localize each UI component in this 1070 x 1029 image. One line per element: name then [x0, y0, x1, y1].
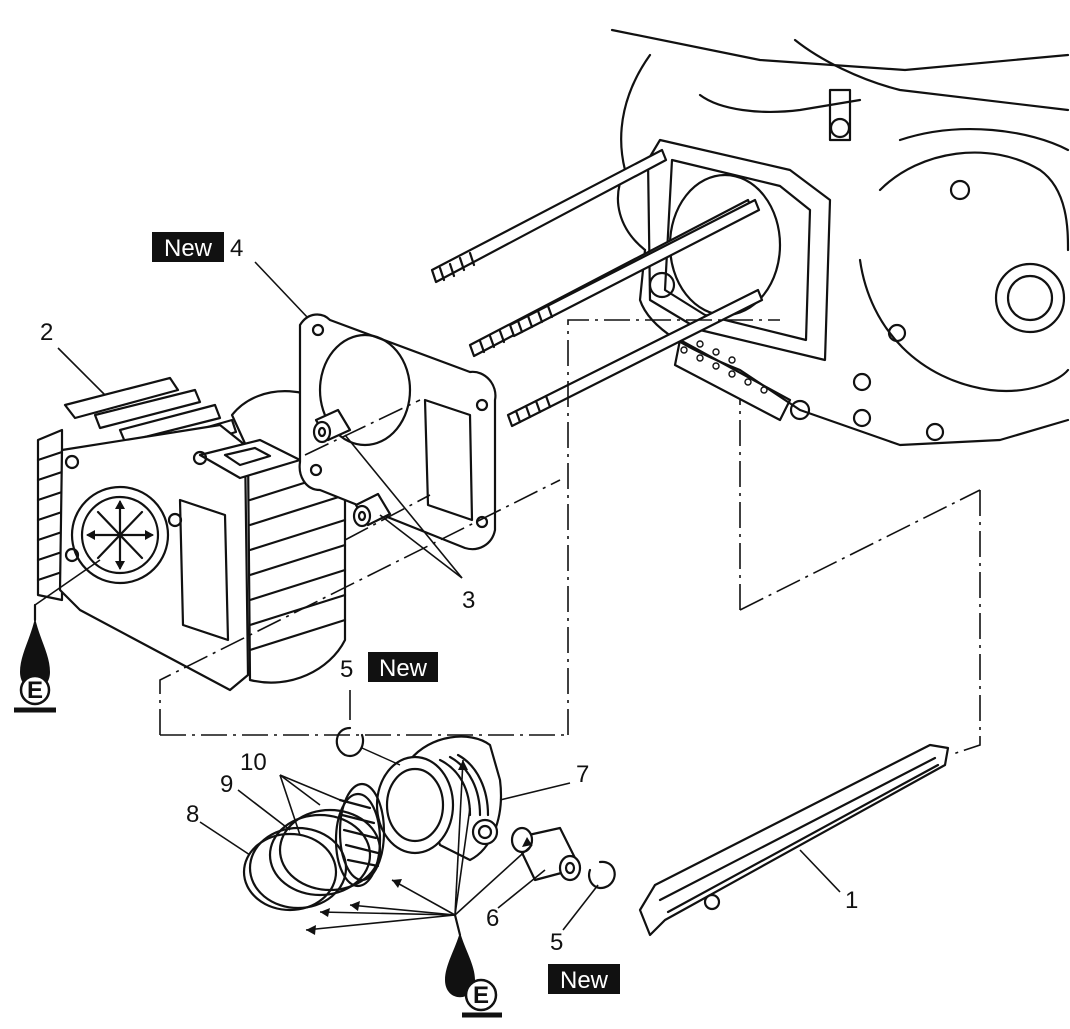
- oil-symbol-letter-bottom: E: [473, 982, 489, 1009]
- part-number-6: 6: [486, 905, 499, 932]
- engine-crankcase: [610, 28, 1070, 447]
- oil-symbol-letter-left: E: [27, 677, 43, 704]
- part-number-7: 7: [576, 761, 589, 788]
- alignment-centerlines: [159, 319, 981, 756]
- svg-text:New: New: [560, 967, 609, 994]
- leader-lines: [34, 261, 841, 931]
- piston-rings: [242, 782, 386, 912]
- piston: [375, 735, 503, 862]
- piston-pin-clip-bottom: [587, 860, 616, 889]
- new-badge-gasket: New: [152, 232, 224, 262]
- cylinder-gasket: [298, 313, 497, 551]
- oil-can-icon: E: [445, 913, 502, 1018]
- part-number-10: 10: [240, 749, 267, 776]
- stud-bolts: [430, 148, 764, 428]
- piston-pin: [510, 826, 582, 882]
- oil-can-icon: E: [14, 603, 56, 713]
- oil-application-arrows: [305, 759, 533, 935]
- part-number-5-top: 5: [340, 656, 353, 683]
- part-number-3: 3: [462, 587, 475, 614]
- new-badge-clip-bottom: New: [548, 964, 620, 994]
- part-number-5-bottom: 5: [550, 929, 563, 956]
- part-number-2: 2: [40, 319, 53, 346]
- part-number-4: 4: [230, 235, 243, 262]
- svg-text:New: New: [379, 655, 428, 682]
- svg-text:New: New: [164, 235, 213, 262]
- new-badge-clip-top: New: [368, 652, 438, 682]
- part-number-8: 8: [186, 801, 199, 828]
- part-number-9: 9: [220, 771, 233, 798]
- dowel-pins: [312, 408, 392, 528]
- cam-chain-guide: [638, 743, 950, 937]
- part-number-1: 1: [845, 887, 858, 914]
- piston-pin-clip-top: [335, 726, 401, 766]
